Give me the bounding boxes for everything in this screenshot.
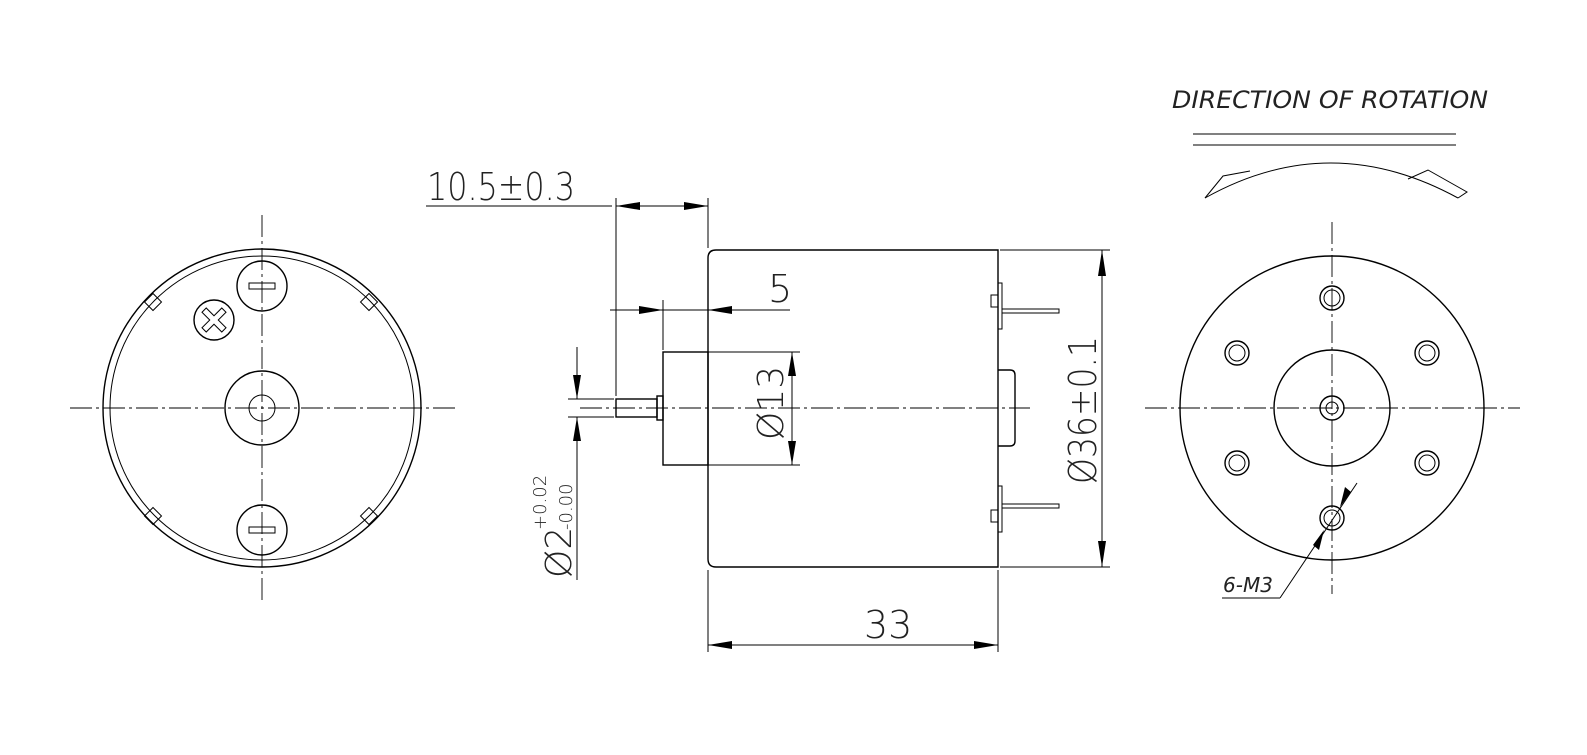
rear-end-view: [70, 215, 455, 600]
m3-hole-upper-left: [1224, 340, 1250, 366]
dim-shaft-length: [426, 198, 709, 396]
dim-body-diameter: [1000, 249, 1110, 568]
rear-terminal-top-slot: [248, 282, 276, 290]
dim-shaft-tol-upper: +0.02: [530, 475, 551, 530]
dim-bearing-length: [610, 300, 790, 350]
rear-screw: [193, 299, 235, 341]
dim-body-length: [707, 570, 999, 652]
rear-notch-br: [359, 506, 379, 526]
m3-hole-upper-right: [1414, 340, 1440, 366]
rear-hub-outer: [224, 370, 300, 446]
side-terminal-bottom: [990, 485, 1060, 533]
dim-bearing-diameter: [708, 351, 800, 466]
side-view: 10.5±0.3 5 Ø13 Ø36±0.1: [426, 165, 1110, 652]
holes-leader: [1222, 482, 1358, 599]
dim-shaft-diameter: [568, 347, 614, 580]
rotation-title: DIRECTION OF ROTATION: [1172, 86, 1488, 114]
dim-shaft-tol-lower: -0.00: [556, 483, 577, 530]
dim-shaft-diameter-label: Ø2: [539, 527, 580, 578]
rear-cap: [998, 369, 1016, 447]
rear-notch-tr: [359, 292, 379, 312]
rear-terminal-bottom: [236, 504, 288, 556]
front-end-view: DIRECTION OF ROTATION 6-M3: [1145, 86, 1520, 599]
m3-hole-top: [1319, 285, 1345, 311]
rotation-arrow: [1204, 162, 1468, 199]
rear-view-outer-rim: [102, 248, 422, 568]
dim-bearing-length-label: 5: [768, 267, 792, 311]
rear-view-inner-rim: [109, 255, 415, 561]
m3-hole-lower-right: [1414, 450, 1440, 476]
front-shaft-outer: [1319, 395, 1345, 421]
holes-label: 6-M3: [1223, 573, 1273, 597]
rear-terminal-top: [236, 260, 288, 312]
dim-shaft-length-label: 10.5±0.3: [427, 165, 575, 209]
bearing-boss: [662, 351, 709, 466]
rear-notch-tl: [143, 292, 163, 312]
front-view-outer-rim: [1179, 255, 1485, 561]
front-view-boss: [1273, 349, 1391, 467]
rear-notch-bl: [143, 506, 163, 526]
front-shaft-inner: [1325, 401, 1339, 415]
m3-hole-bottom: [1319, 505, 1345, 531]
m3-hole-lower-left: [1224, 450, 1250, 476]
motor-body: [707, 249, 999, 568]
dim-body-length-label: 33: [864, 603, 912, 647]
shaft-collar: [656, 395, 664, 421]
side-terminal-top: [990, 282, 1060, 330]
dim-bearing-diameter-label: Ø13: [751, 366, 792, 440]
rear-terminal-bottom-slot: [248, 526, 276, 534]
dim-body-diameter-label: Ø36±0.1: [1061, 336, 1105, 484]
rear-hub-inner: [248, 394, 276, 422]
